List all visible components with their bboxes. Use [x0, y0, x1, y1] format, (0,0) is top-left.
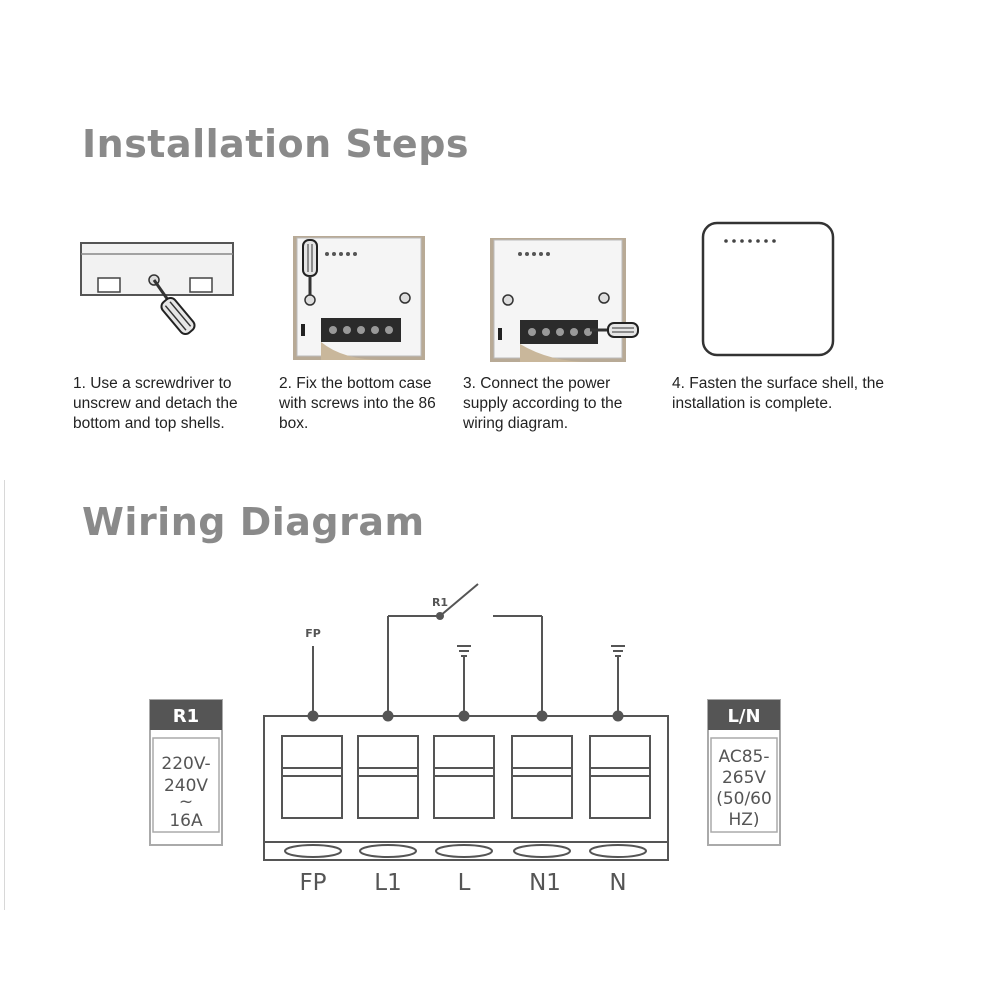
terminal-screws — [284, 844, 647, 858]
surface-shell-icon — [701, 221, 835, 357]
ln-rating-box: L/N AC85- 265V (50/60 HZ) — [707, 699, 781, 846]
wiring-diagram-heading: Wiring Diagram — [82, 500, 425, 544]
r1-box-line-1: 220V- — [161, 754, 210, 774]
ln-box-header: L/N — [727, 706, 760, 727]
fp-top-label: FP — [305, 627, 321, 640]
terminal-label-l: L — [458, 870, 471, 896]
terminal-label-l1: L1 — [374, 870, 401, 896]
divider-line — [4, 480, 5, 910]
wiring-diagram: R1 FP FP L1 L N1 N R1 220V- 240V ~ 16A L… — [149, 583, 781, 896]
step-1-text: 1. Use a screwdriver to unscrew and deta… — [73, 375, 238, 432]
r1-box-header: R1 — [173, 706, 199, 727]
r1-box-line-4: 16A — [169, 811, 203, 831]
r1-box-line-3: ~ — [179, 792, 193, 812]
terminal-slots — [281, 735, 651, 819]
ground-symbol-icon — [611, 645, 625, 657]
bottom-case-screws-icon — [293, 236, 425, 360]
ln-box-line-1: AC85- — [719, 747, 770, 767]
step-2-text: 2. Fix the bottom case with screws into … — [279, 375, 436, 432]
installation-steps-heading: Installation Steps — [82, 122, 470, 166]
ln-box-line-2: 265V — [722, 768, 766, 788]
step-4-text: 4. Fasten the surface shell, the install… — [672, 375, 884, 412]
terminal-wiring-icon — [490, 238, 639, 362]
relay-label: R1 — [432, 596, 448, 609]
step-3-text: 3. Connect the power supply according to… — [463, 375, 623, 432]
r1-rating-box: R1 220V- 240V ~ 16A — [149, 699, 223, 846]
ground-symbol-icon — [457, 645, 471, 657]
terminal-label-fp: FP — [299, 870, 326, 896]
terminal-label-n1: N1 — [529, 870, 561, 896]
screwdriver-unscrew-icon — [80, 242, 234, 336]
r1-box-line-2: 240V — [164, 776, 208, 796]
terminal-label-n: N — [609, 870, 626, 896]
ln-box-line-3: (50/60 — [716, 789, 772, 809]
ln-box-line-4: HZ) — [728, 810, 759, 830]
